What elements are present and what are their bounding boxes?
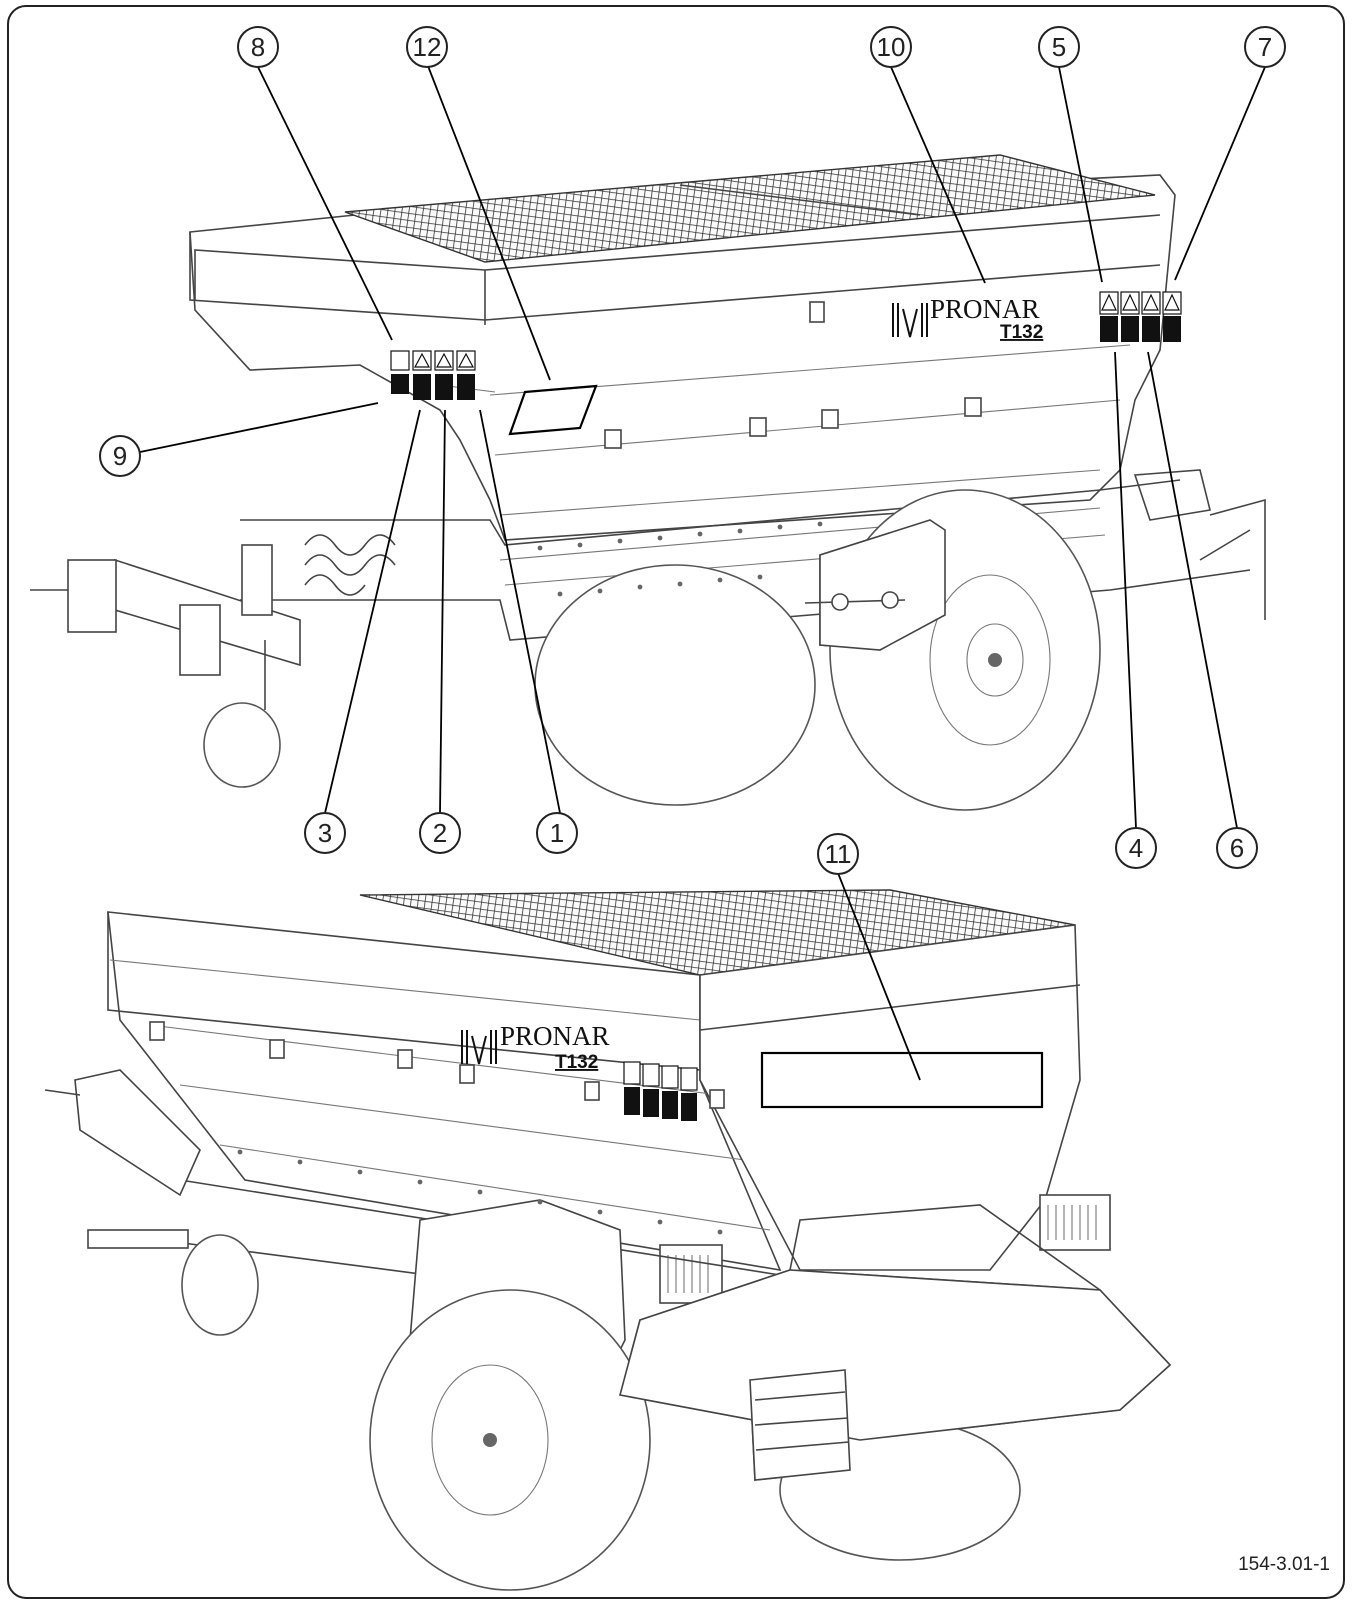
callout-4: 4 xyxy=(1115,827,1157,869)
jockey-wheel-bottom xyxy=(181,1234,259,1336)
warning-decal-icon xyxy=(662,1091,678,1119)
warning-decal-icon xyxy=(624,1087,640,1115)
warning-decal-icon xyxy=(434,350,454,371)
warning-decal-icon xyxy=(390,350,410,371)
front-wheel-bottom xyxy=(369,1289,651,1591)
callout-12: 12 xyxy=(406,26,448,68)
pronar-logo-top: PRONAR T132 xyxy=(892,294,1043,343)
rear-plate-label xyxy=(760,1051,1044,1109)
drawbar-bottom xyxy=(74,1069,201,1197)
callout-11: 11 xyxy=(817,833,859,875)
warning-decal-icon xyxy=(1121,316,1139,342)
warning-decal-icon xyxy=(457,374,475,400)
svg-text:9: 9 xyxy=(113,441,127,471)
grate-cover-top xyxy=(344,154,1156,263)
rating-plate-icon xyxy=(508,384,598,436)
spreader-bottom-view: PRONAR T132 xyxy=(44,889,1172,1591)
warning-decal-group-left xyxy=(390,350,476,400)
callout-6: 6 xyxy=(1216,827,1258,869)
warning-decal-icon xyxy=(1162,291,1182,315)
warning-decal-icon xyxy=(1142,316,1160,342)
warning-decal-icon xyxy=(1100,316,1118,342)
rail-bolts-top xyxy=(537,521,823,597)
callout-7: 7 xyxy=(1244,26,1286,68)
callout-8: 8 xyxy=(237,26,279,68)
svg-text:1: 1 xyxy=(550,818,564,848)
svg-text:3: 3 xyxy=(318,818,332,848)
warning-decal-icon xyxy=(681,1093,697,1121)
spreader-top-view: PRONAR T132 xyxy=(30,154,1266,811)
svg-text:10: 10 xyxy=(877,32,906,62)
svg-text:8: 8 xyxy=(251,32,265,62)
warning-decal-icon xyxy=(413,374,431,400)
warning-decal-icon xyxy=(456,350,476,371)
pronar-logo-bottom: PRONAR T132 xyxy=(461,1021,610,1073)
svg-text:T132: T132 xyxy=(555,1052,598,1073)
svg-text:PRONAR: PRONAR xyxy=(500,1021,610,1051)
rail-bolts-bottom xyxy=(237,1149,723,1235)
warning-decal-icon xyxy=(623,1061,641,1085)
svg-text:6: 6 xyxy=(1230,833,1244,863)
hopper-rear-face xyxy=(699,924,1081,1271)
rear-wheel-top xyxy=(534,564,816,806)
figure-code: 154-3.01-1 xyxy=(1238,1554,1330,1575)
warning-decal-icon xyxy=(412,350,432,371)
warning-decal-icon xyxy=(391,374,409,394)
warning-decal-icon xyxy=(1099,291,1119,315)
warning-decal-group-bottom xyxy=(623,1061,698,1121)
callout-leaders xyxy=(139,65,1266,1081)
svg-text:2: 2 xyxy=(433,818,447,848)
warning-decal-group-right xyxy=(1099,291,1182,342)
callout-10: 10 xyxy=(870,26,912,68)
svg-text:T132: T132 xyxy=(1000,322,1043,343)
callout-5: 5 xyxy=(1038,26,1080,68)
warning-decal-icon xyxy=(1163,316,1181,342)
callout-9: 9 xyxy=(99,435,141,477)
svg-text:4: 4 xyxy=(1129,833,1143,863)
callout-2: 2 xyxy=(419,812,461,854)
callout-1: 1 xyxy=(536,812,578,854)
svg-text:12: 12 xyxy=(413,32,442,62)
svg-text:11: 11 xyxy=(825,839,852,869)
warning-decal-icon xyxy=(680,1067,698,1091)
callout-3: 3 xyxy=(304,812,346,854)
warning-decal-icon xyxy=(643,1089,659,1117)
warning-decal-icon xyxy=(661,1065,679,1089)
svg-text:7: 7 xyxy=(1258,32,1272,62)
jockey-wheel-top xyxy=(203,702,281,788)
warning-decal-icon xyxy=(1120,291,1140,315)
warning-decal-icon xyxy=(642,1063,660,1087)
figure-frame xyxy=(7,5,1345,1599)
svg-text:PRONAR: PRONAR xyxy=(930,294,1040,324)
svg-text:5: 5 xyxy=(1052,32,1066,62)
warning-decal-icon xyxy=(435,374,453,400)
warning-decal-icon xyxy=(1141,291,1161,315)
